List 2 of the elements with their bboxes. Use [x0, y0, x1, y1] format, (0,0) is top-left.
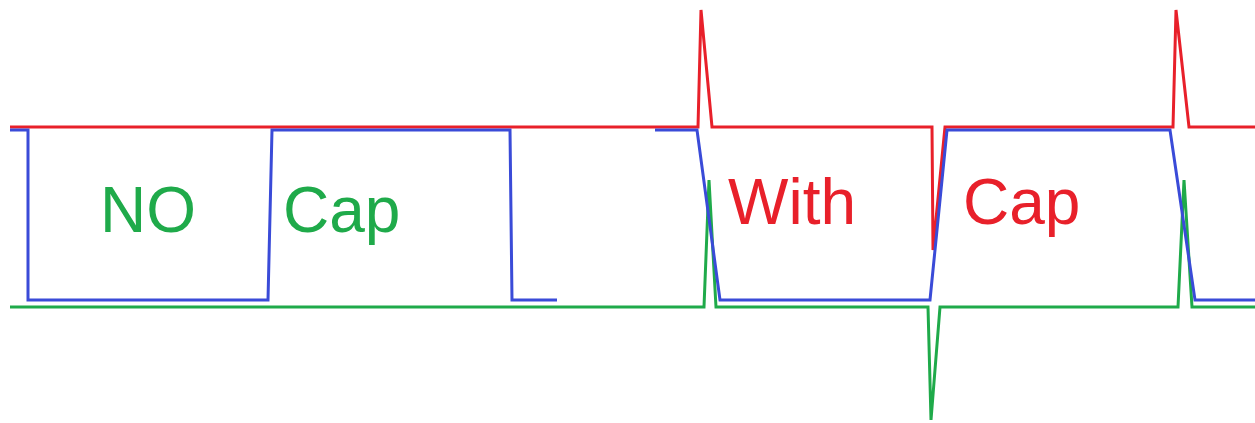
waveform-label: NO [100, 178, 196, 242]
waveform-label: With [728, 170, 856, 234]
